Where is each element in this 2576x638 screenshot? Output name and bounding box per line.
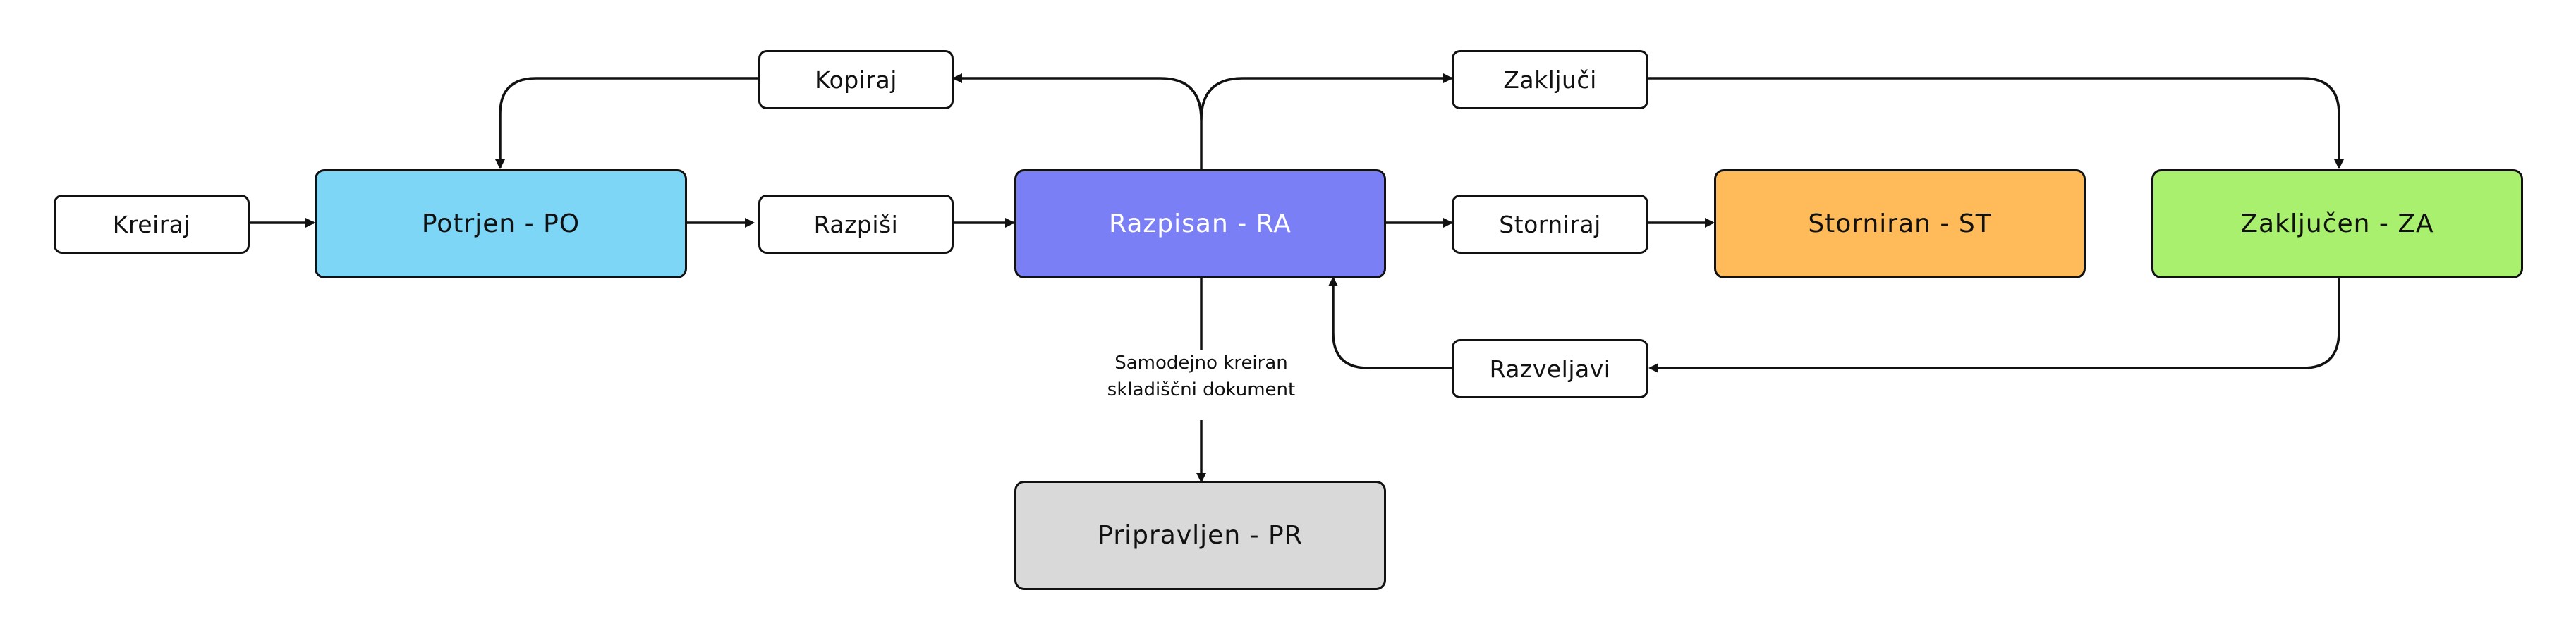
razveljavi-action: Razveljavi bbox=[1452, 339, 1648, 398]
note-line-1: Samodejno kreiran bbox=[1114, 352, 1288, 374]
state-razpisan: Razpisan - RA bbox=[1014, 169, 1386, 278]
kreiraj-action: Kreiraj bbox=[54, 195, 250, 254]
state-pripravljen: Pripravljen - PR bbox=[1014, 481, 1386, 590]
zakljuci-action: Zaključi bbox=[1452, 50, 1648, 109]
edge-razpisan-zakljuci bbox=[1200, 73, 1453, 121]
edge-zakljucen-razveljavi bbox=[1648, 278, 2340, 373]
storniraj-action: Storniraj bbox=[1452, 195, 1648, 254]
edge-razveljavi-razpisan bbox=[1328, 276, 1452, 369]
edge-zakljuci-zakljucen bbox=[1648, 77, 2344, 169]
auto-document-note: Samodejno kreiran skladiščni dokument bbox=[1088, 350, 1314, 420]
razpisi-action: Razpiši bbox=[758, 195, 954, 254]
kopiraj-action: Kopiraj bbox=[758, 50, 954, 109]
note-line-2: skladiščni dokument bbox=[1107, 379, 1296, 400]
edge-kopiraj-potrjen bbox=[495, 77, 758, 169]
edge-razpisan-kopiraj bbox=[952, 73, 1203, 169]
state-zakljucen: Zaključen - ZA bbox=[2151, 169, 2523, 278]
state-potrjen: Potrjen - PO bbox=[315, 169, 687, 278]
state-storniran: Storniran - ST bbox=[1714, 169, 2086, 278]
